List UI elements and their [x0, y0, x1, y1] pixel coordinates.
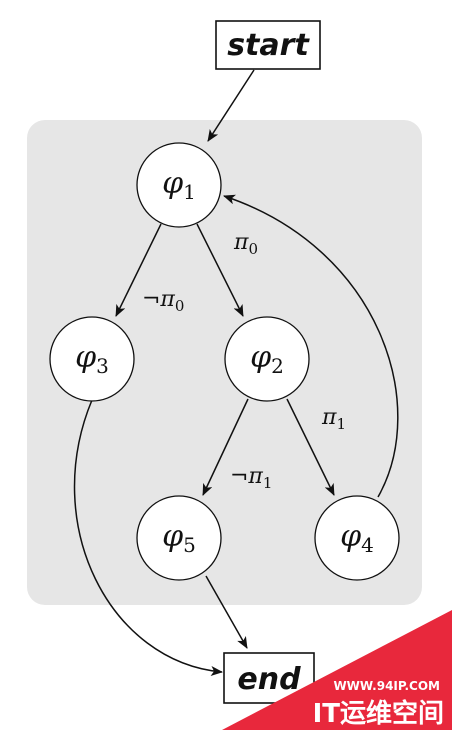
node-phi3-subscript: 3: [96, 354, 109, 378]
edge-label-not-pi1: ¬π1: [230, 464, 272, 492]
edge-label-not-pi1-symbol: ¬π: [230, 464, 263, 489]
node-phi3-symbol: φ: [75, 340, 96, 375]
edge-label-not-pi0: ¬π0: [142, 287, 184, 315]
node-phi2-symbol: φ: [250, 340, 271, 375]
node-phi5-subscript: 5: [183, 533, 196, 557]
svg-text:φ4: φ4: [340, 519, 374, 557]
edge-label-pi0: π0: [233, 230, 258, 258]
node-phi4-symbol: φ: [340, 519, 361, 554]
watermark: WWW.94IP.COM IT运维空间: [222, 610, 452, 730]
end-label: end: [237, 662, 301, 697]
watermark-url: WWW.94IP.COM: [333, 679, 440, 693]
node-phi5-symbol: φ: [162, 519, 183, 554]
node-phi2-subscript: 2: [271, 354, 284, 378]
edge-phi2-to-phi5: [202, 398, 249, 496]
edge-phi4-to-phi1: [223, 194, 399, 498]
edge-phi1-to-phi3: [115, 223, 162, 317]
edge-phi1-to-phi2: [196, 223, 244, 317]
node-phi1-subscript: 1: [183, 180, 196, 204]
edge-label-pi0-symbol: π: [233, 230, 249, 255]
start-box: start: [215, 20, 321, 70]
watermark-brand: IT运维空间: [313, 698, 444, 729]
node-phi2: φ2: [224, 316, 310, 402]
svg-text:φ3: φ3: [75, 340, 109, 378]
edges: [73, 69, 399, 676]
watermark-triangle: [222, 610, 452, 730]
node-phi3: φ3: [49, 316, 135, 402]
edge-label-pi1-subscript: 1: [336, 415, 346, 433]
edge-phi2-to-phi4: [286, 398, 335, 496]
node-phi4: φ4: [314, 495, 400, 581]
edge-label-not-pi0-symbol: ¬π: [142, 287, 175, 312]
node-phi1: φ1: [136, 142, 222, 228]
edge-start-to-phi1: [207, 69, 255, 142]
edge-label-pi0-subscript: 0: [248, 240, 258, 258]
svg-text:φ2: φ2: [250, 340, 284, 378]
node-phi5: φ5: [136, 495, 222, 581]
edge-label-not-pi0-subscript: 0: [175, 297, 185, 315]
svg-text:φ1: φ1: [162, 166, 196, 204]
svg-text:φ5: φ5: [162, 519, 196, 557]
edge-phi3-to-end: [73, 399, 223, 676]
edge-label-not-pi1-subscript: 1: [263, 474, 273, 492]
node-phi4-subscript: 4: [361, 533, 374, 557]
edge-phi5-to-end: [205, 575, 248, 649]
start-label: start: [227, 28, 310, 63]
edge-label-pi1: π1: [321, 405, 346, 433]
node-phi1-symbol: φ: [162, 166, 183, 201]
edge-label-pi1-symbol: π: [321, 405, 337, 430]
